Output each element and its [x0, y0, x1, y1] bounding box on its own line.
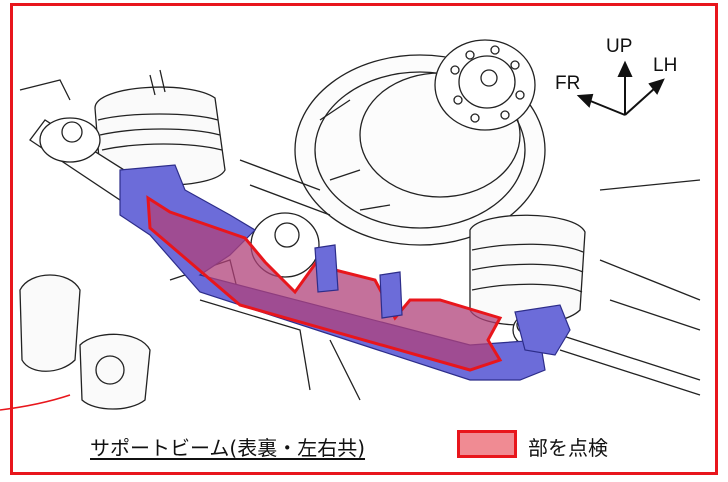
- up-arrow-icon: [617, 60, 633, 77]
- up-label: UP: [606, 36, 633, 57]
- inspect-label: 部を点検: [528, 436, 608, 460]
- left-air-spring: [94, 86, 226, 186]
- upper-links: [29, 117, 701, 396]
- inspection-swatch: [457, 430, 517, 458]
- lh-arrow-icon: [648, 78, 665, 95]
- fr-label: FR: [555, 73, 581, 94]
- fr-arrow-icon: [576, 93, 594, 108]
- part-label: サポートビーム(表裏・左右共): [90, 436, 366, 460]
- brake-drum: [294, 39, 546, 246]
- lower-left-springs: [19, 274, 151, 410]
- support-beam: [119, 164, 571, 381]
- lh-label: LH: [653, 55, 678, 76]
- orientation-arrows: [576, 60, 665, 116]
